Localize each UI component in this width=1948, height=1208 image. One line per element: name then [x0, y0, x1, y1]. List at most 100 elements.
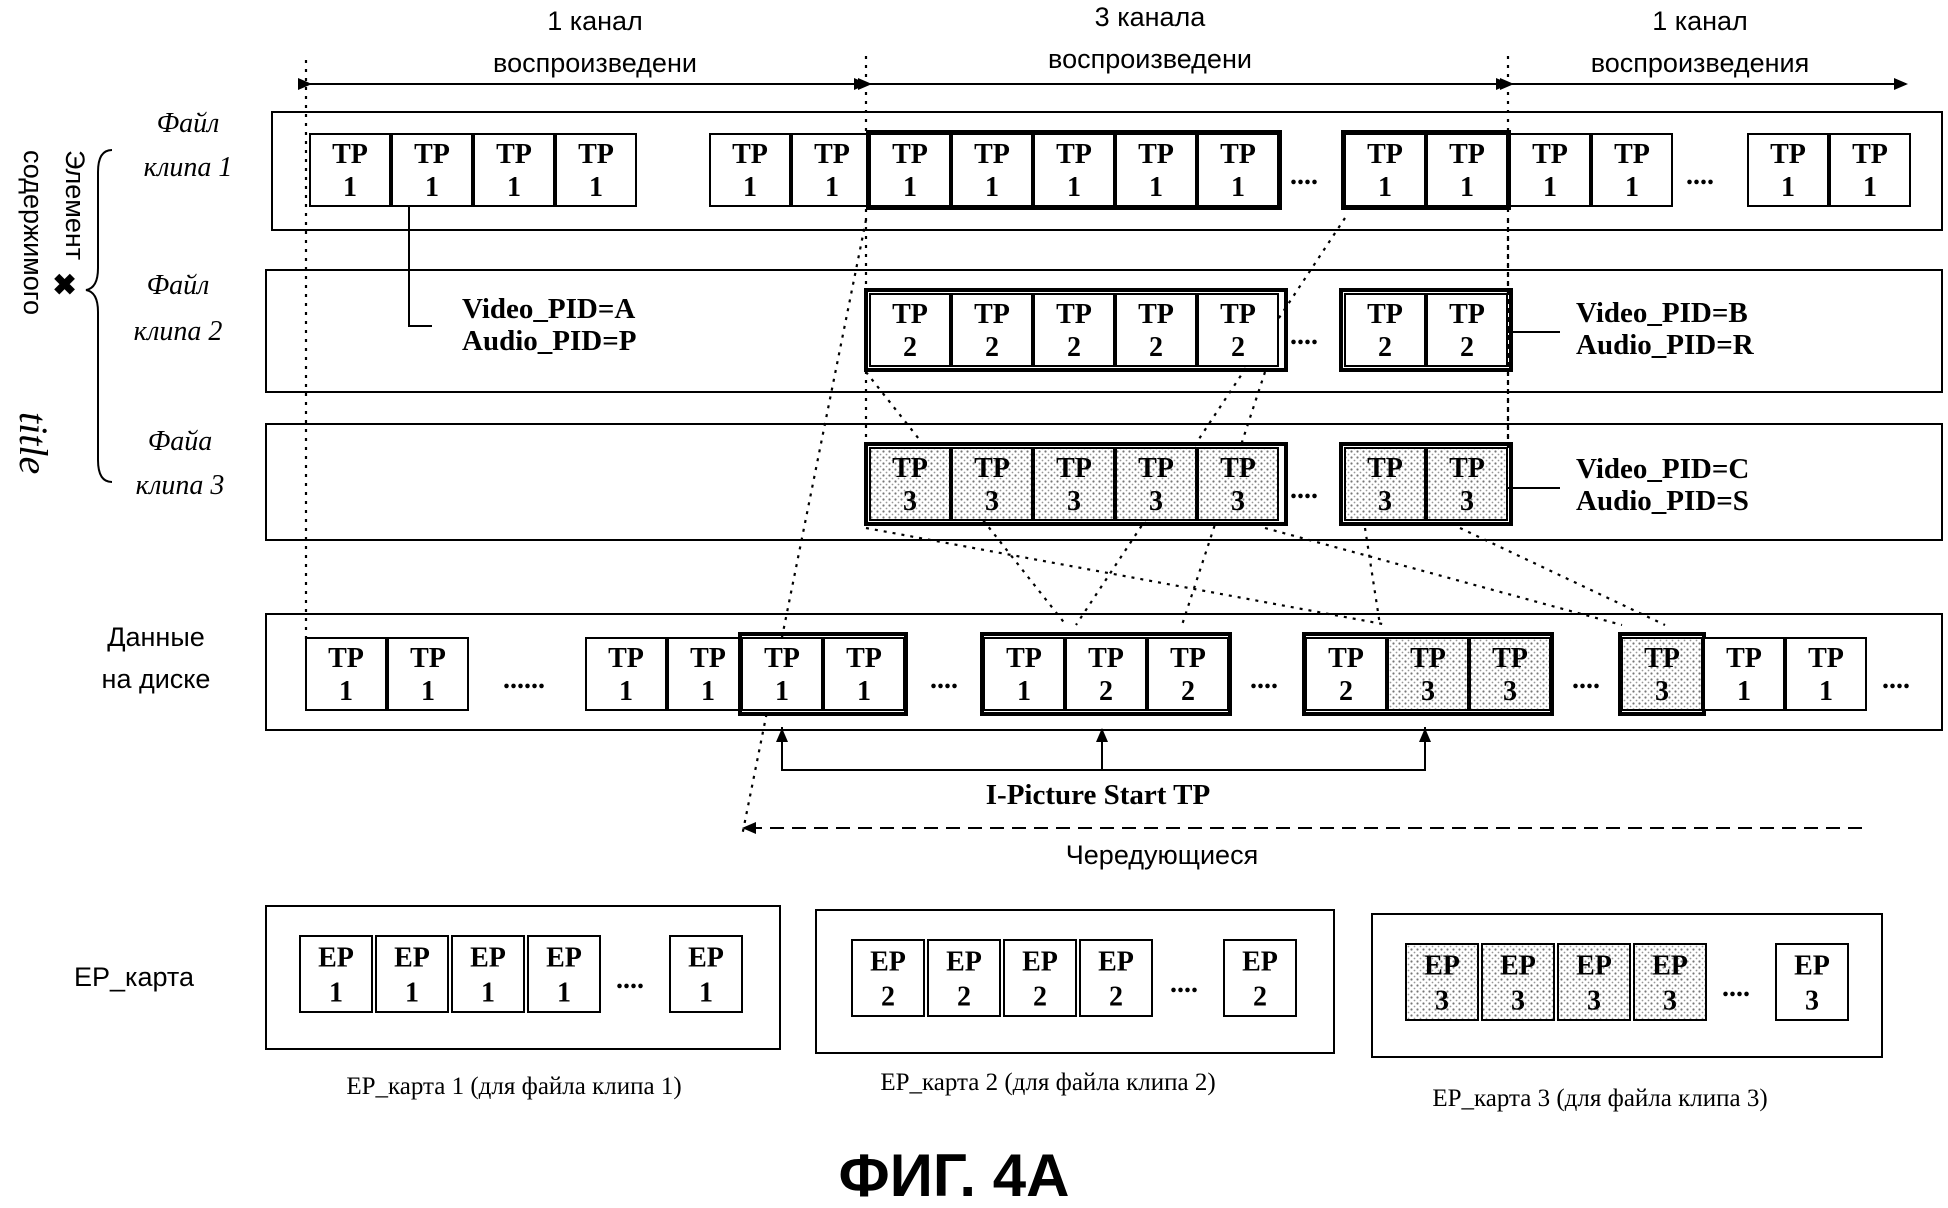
packet-cells: TP1TP1TP1TP1TP1TP1TP1TP1TP1TP1TP1....TP1…	[299, 130, 1911, 1021]
ep1-cell-1-label: EP	[394, 942, 430, 973]
clip3-label-2: клипа 3	[136, 470, 225, 501]
disk-tp-d2-number: 2	[1181, 676, 1195, 707]
ep3-cell-1-label: EP	[1500, 950, 1536, 981]
clip1-tp-e0-number: 1	[1543, 172, 1557, 203]
ep2-cell-0-number: 2	[881, 981, 895, 1012]
clip1-tp-f1-box	[1829, 133, 1911, 207]
playback-3-line1: 1 канал	[1652, 6, 1748, 36]
clip1-tp-c0-label: TP	[892, 139, 928, 170]
clip3-tp-b1-label: TP	[1449, 453, 1485, 484]
clip3-ellipsis: ....	[1290, 474, 1318, 505]
clip1-tp-c4-number: 1	[1231, 172, 1245, 203]
ep1-cell-0-box	[299, 935, 373, 1013]
clip2-tp-a0-number: 2	[903, 332, 917, 363]
disk-tp-g0-box	[1703, 637, 1785, 711]
dotted-guides	[304, 56, 1666, 837]
ep1-cell-0-label: EP	[318, 942, 354, 973]
guide-clip1-to-disk	[740, 219, 868, 837]
disk-tp-e2-number: 3	[1503, 676, 1517, 707]
ep3-cell-0-box	[1405, 943, 1479, 1021]
disk-label-2: на диске	[102, 664, 211, 694]
clip1-tp-a1-number: 1	[425, 172, 439, 203]
clip2-video-pid: Video_PID=A	[462, 293, 635, 325]
disk-tp-a0-label: TP	[328, 643, 364, 674]
i-picture-markers: I-Picture Start TP Чередующиеся	[742, 727, 1862, 870]
clip3-audio-pid: Audio_PID=S	[1576, 485, 1749, 517]
clip1-tp-f1-label: TP	[1852, 139, 1888, 170]
disk-tp-a1-label: TP	[410, 643, 446, 674]
ep2-cell-3-box	[1079, 939, 1153, 1017]
disk-tp-e0-box	[1305, 637, 1387, 711]
ep2-cell-1-box	[927, 939, 1001, 1017]
clip1-tp-b0-box	[709, 133, 791, 207]
clip3-group-b	[1339, 442, 1513, 526]
playback-1-line2: воспроизведени	[493, 48, 697, 78]
ep1-cell-last-number: 1	[699, 977, 713, 1008]
disk-label-1: Данные	[107, 622, 205, 652]
ep1-cell-3-label: EP	[546, 942, 582, 973]
clip2-tp-a4-box	[1197, 293, 1279, 367]
clip2-audio-pid: Audio_PID=P	[462, 325, 636, 357]
clip3-group-a	[864, 442, 1288, 526]
clip2-tp-a3-box	[1115, 293, 1197, 367]
clip1-group-c	[866, 130, 1282, 210]
clip2-tp-a1-box	[951, 293, 1033, 367]
clip1-tp-c3-number: 1	[1149, 172, 1163, 203]
clip1-tp-d0-label: TP	[1367, 139, 1403, 170]
clip1-tp-f0-number: 1	[1781, 172, 1795, 203]
playback-2-line2: воспроизведени	[1048, 44, 1252, 74]
disk-tp-d2-box	[1147, 637, 1229, 711]
disk-group-c	[738, 632, 908, 716]
clip3-tp-a2-box	[1033, 447, 1115, 521]
ep3-cell-1-box	[1481, 943, 1555, 1021]
clip1-row	[271, 111, 1943, 231]
clip2-tp-a2-number: 2	[1067, 332, 1081, 363]
clip2-right-video-pid: Video_PID=B	[1576, 297, 1748, 329]
clip1-tp-a2-number: 1	[507, 172, 521, 203]
clip1-tp-c0-number: 1	[903, 172, 917, 203]
disk-group-e	[1302, 632, 1554, 716]
clip2-group-b	[1339, 288, 1513, 372]
clip1-tp-d0-number: 1	[1378, 172, 1392, 203]
ep3-cell-2-label: EP	[1576, 950, 1612, 981]
clip1-tp-a2-label: TP	[496, 139, 532, 170]
guide-clip3-a	[1363, 527, 1382, 626]
disk-tp-c0-box	[741, 637, 823, 711]
clip2-tp-a3-number: 2	[1149, 332, 1163, 363]
clip1-tp-c3-label: TP	[1138, 139, 1174, 170]
ep1-ellipsis: ....	[616, 964, 644, 995]
playback-3-line2: воспроизведения	[1591, 48, 1810, 78]
clip1-tp-b1-box	[791, 133, 873, 207]
clip2-tp-b1-label: TP	[1449, 299, 1485, 330]
disk-tp-g1-label: TP	[1808, 643, 1844, 674]
guide-clip3-start	[865, 526, 1389, 627]
i-picture-bracket	[781, 727, 1426, 771]
clip1-tp-a0-number: 1	[343, 172, 357, 203]
clip3-tp-a1-box	[951, 447, 1033, 521]
clip1-tp-d1-number: 1	[1460, 172, 1474, 203]
clip1-tp-f0-label: TP	[1770, 139, 1806, 170]
ep2-cell-last-box	[1223, 939, 1297, 1017]
ep2-cell-3-number: 2	[1109, 981, 1123, 1012]
ep1-cell-2-label: EP	[470, 942, 506, 973]
ep1-cell-1-box	[375, 935, 449, 1013]
clip1-tp-c1-box	[951, 133, 1033, 207]
clip3-tp-b0-number: 3	[1378, 486, 1392, 517]
ep3-cell-last-label: EP	[1794, 950, 1830, 981]
ep3-cell-3-box	[1633, 943, 1707, 1021]
clip3-tp-a3-label: TP	[1138, 453, 1174, 484]
ep2-cell-3-label: EP	[1098, 946, 1134, 977]
disk-tp-g0-number: 1	[1737, 676, 1751, 707]
clip1-tp-f0-box	[1747, 133, 1829, 207]
clip1-tp-c1-label: TP	[974, 139, 1010, 170]
disk-ellipsis-4: ....	[1572, 664, 1600, 695]
ep1-cell-3-box	[527, 935, 601, 1013]
disk-tp-f0-label: TP	[1644, 643, 1680, 674]
ep1-cell-2-box	[451, 935, 525, 1013]
brace	[85, 149, 113, 483]
ep3-cell-last-number: 3	[1805, 985, 1819, 1016]
guide-clip1-end	[1075, 217, 1346, 626]
clip1-tp-e0-label: TP	[1532, 139, 1568, 170]
clip3-label-1: Файа	[148, 426, 213, 457]
clip2-tp-a2-label: TP	[1056, 299, 1092, 330]
